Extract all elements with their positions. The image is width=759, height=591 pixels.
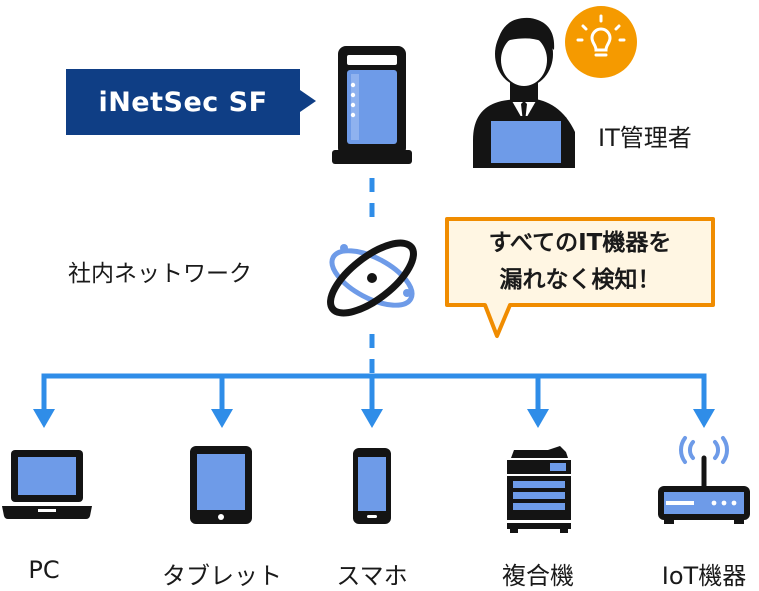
network-lines	[41, 178, 707, 412]
callout-line-1: すべてのIT機器を	[488, 230, 672, 256]
tablet-icon	[190, 446, 252, 524]
device-label-iot: IoT機器	[661, 562, 747, 590]
device-label-printer: 複合機	[502, 562, 574, 590]
laptop-icon	[2, 450, 92, 519]
iot-router-icon	[658, 436, 750, 524]
callout-text: すべてのIT機器を 漏れなく検知！	[452, 225, 708, 299]
device-label-smartphone: スマホ	[336, 562, 408, 590]
network-label: 社内ネットワーク	[68, 261, 252, 287]
label-pointer-arrow	[300, 90, 316, 112]
lightbulb-icon	[576, 14, 626, 57]
it-admin-label: IT管理者	[598, 124, 692, 152]
printer-icon	[507, 446, 571, 533]
smartphone-icon	[353, 448, 391, 524]
callout-bubble	[445, 217, 715, 338]
network-hub-icon	[327, 239, 417, 317]
device-label-pc: PC	[28, 556, 60, 584]
it-admin-icon	[473, 6, 637, 168]
callout-line-2: 漏れなく検知！	[499, 267, 661, 293]
product-label: iNetSec SF	[66, 69, 300, 135]
server-icon	[332, 46, 412, 164]
device-arrows	[33, 409, 715, 428]
device-label-tablet: タブレット	[162, 562, 282, 590]
